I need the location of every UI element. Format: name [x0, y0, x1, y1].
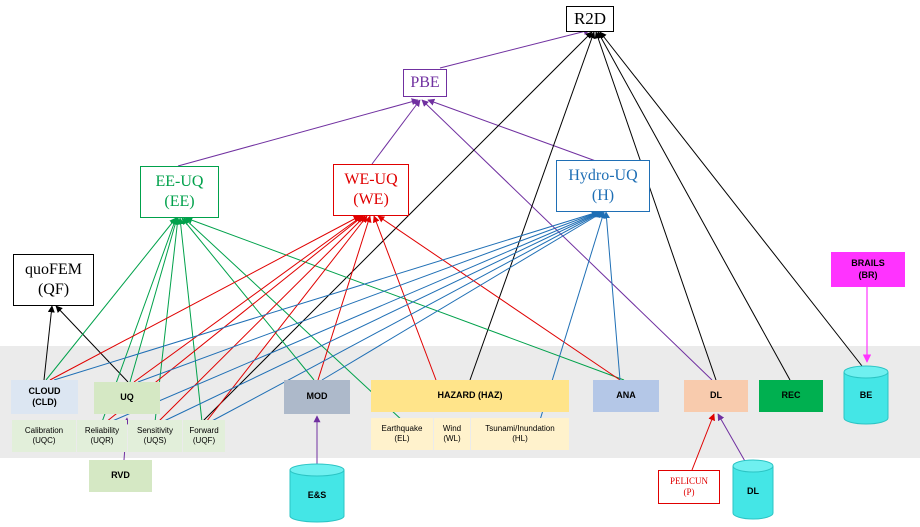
- be-node: BE: [859, 390, 873, 401]
- edge-pelicun-dl: [691, 413, 715, 471]
- edge-uq-quofem: [55, 305, 129, 383]
- brails-node: BRAILS (BR): [831, 252, 905, 287]
- cloud-node: CLOUD (CLD): [11, 380, 78, 414]
- hazard-node: HAZARD (HAZ): [371, 380, 569, 412]
- dl-database-node: DL: [747, 486, 759, 497]
- edge-cloud-weuq: [49, 215, 361, 381]
- quofem-node: quoFEM (QF): [13, 254, 94, 306]
- edge-uq-weuq: [133, 215, 363, 383]
- pelicun-node: PELICUN (P): [658, 470, 720, 504]
- uq-calibration-node: Calibration (UQC): [12, 420, 76, 452]
- edge-ana-hydrouq: [603, 211, 621, 381]
- edge-uqs-hydrouq: [161, 211, 602, 423]
- ana-node: ANA: [593, 380, 659, 412]
- edge-uqr-hydrouq: [109, 211, 601, 423]
- pbe-node: PBE: [403, 69, 447, 97]
- tsunami-node: Tsunami/Inundation (HL): [471, 418, 569, 450]
- edge-cloud-hydrouq: [53, 210, 599, 381]
- edge-uqf-hydrouq: [209, 211, 603, 423]
- dl-node: DL: [684, 380, 748, 412]
- es-node: E&S: [307, 490, 327, 501]
- edge-uqs-weuq: [157, 215, 366, 423]
- edge-mod-hydrouq: [321, 211, 604, 381]
- edge-ana-weuq: [377, 215, 621, 381]
- edge-haz-r2d: [469, 31, 596, 381]
- edge-eeuq-pbe: [177, 98, 419, 167]
- edge-dl-pbe: [421, 99, 713, 381]
- edge-cloud-quofem: [43, 305, 55, 381]
- hydrouq-node: Hydro-UQ (H): [556, 160, 650, 212]
- edge-rec-r2d: [597, 31, 791, 381]
- uq-sensitivity-node: Sensitivity (UQS): [128, 420, 182, 452]
- edge-el-eeuq: [183, 217, 405, 423]
- edge-weuq-pbe: [371, 99, 421, 165]
- wind-node: Wind (WL): [434, 418, 470, 450]
- dl-database-icon: [732, 459, 774, 520]
- rec-node: REC: [759, 380, 823, 412]
- es-database-icon: [289, 463, 345, 523]
- edge-uq-eeuq: [129, 217, 179, 383]
- edge-uq-hydrouq: [137, 210, 600, 383]
- edge-be-r2d: [599, 31, 863, 367]
- edge-pbe-r2d: [439, 28, 591, 69]
- edge-uqf-r2d: [201, 31, 593, 423]
- uq-node: UQ: [94, 382, 160, 414]
- be-database-icon: [843, 365, 889, 425]
- edge-haz-weuq: [372, 215, 437, 381]
- earthquake-node: Earthquake (EL): [371, 418, 433, 450]
- edge-dl-r2d: [594, 31, 717, 381]
- rvd-node: RVD: [89, 460, 152, 492]
- edge-hydrouq-pbe: [427, 98, 605, 165]
- eeuq-node: EE-UQ (EE): [140, 166, 219, 218]
- uq-forward-node: Forward (UQF): [183, 420, 225, 452]
- uq-reliability-node: Reliability (UQR): [77, 420, 127, 452]
- edge-cloud-eeuq: [45, 217, 177, 381]
- mod-node: MOD: [284, 380, 350, 414]
- r2d-node: R2D: [566, 6, 614, 32]
- edge-uqf-eeuq: [177, 217, 203, 423]
- weuq-node: WE-UQ (WE): [333, 164, 409, 216]
- edge-mod-weuq: [317, 215, 372, 381]
